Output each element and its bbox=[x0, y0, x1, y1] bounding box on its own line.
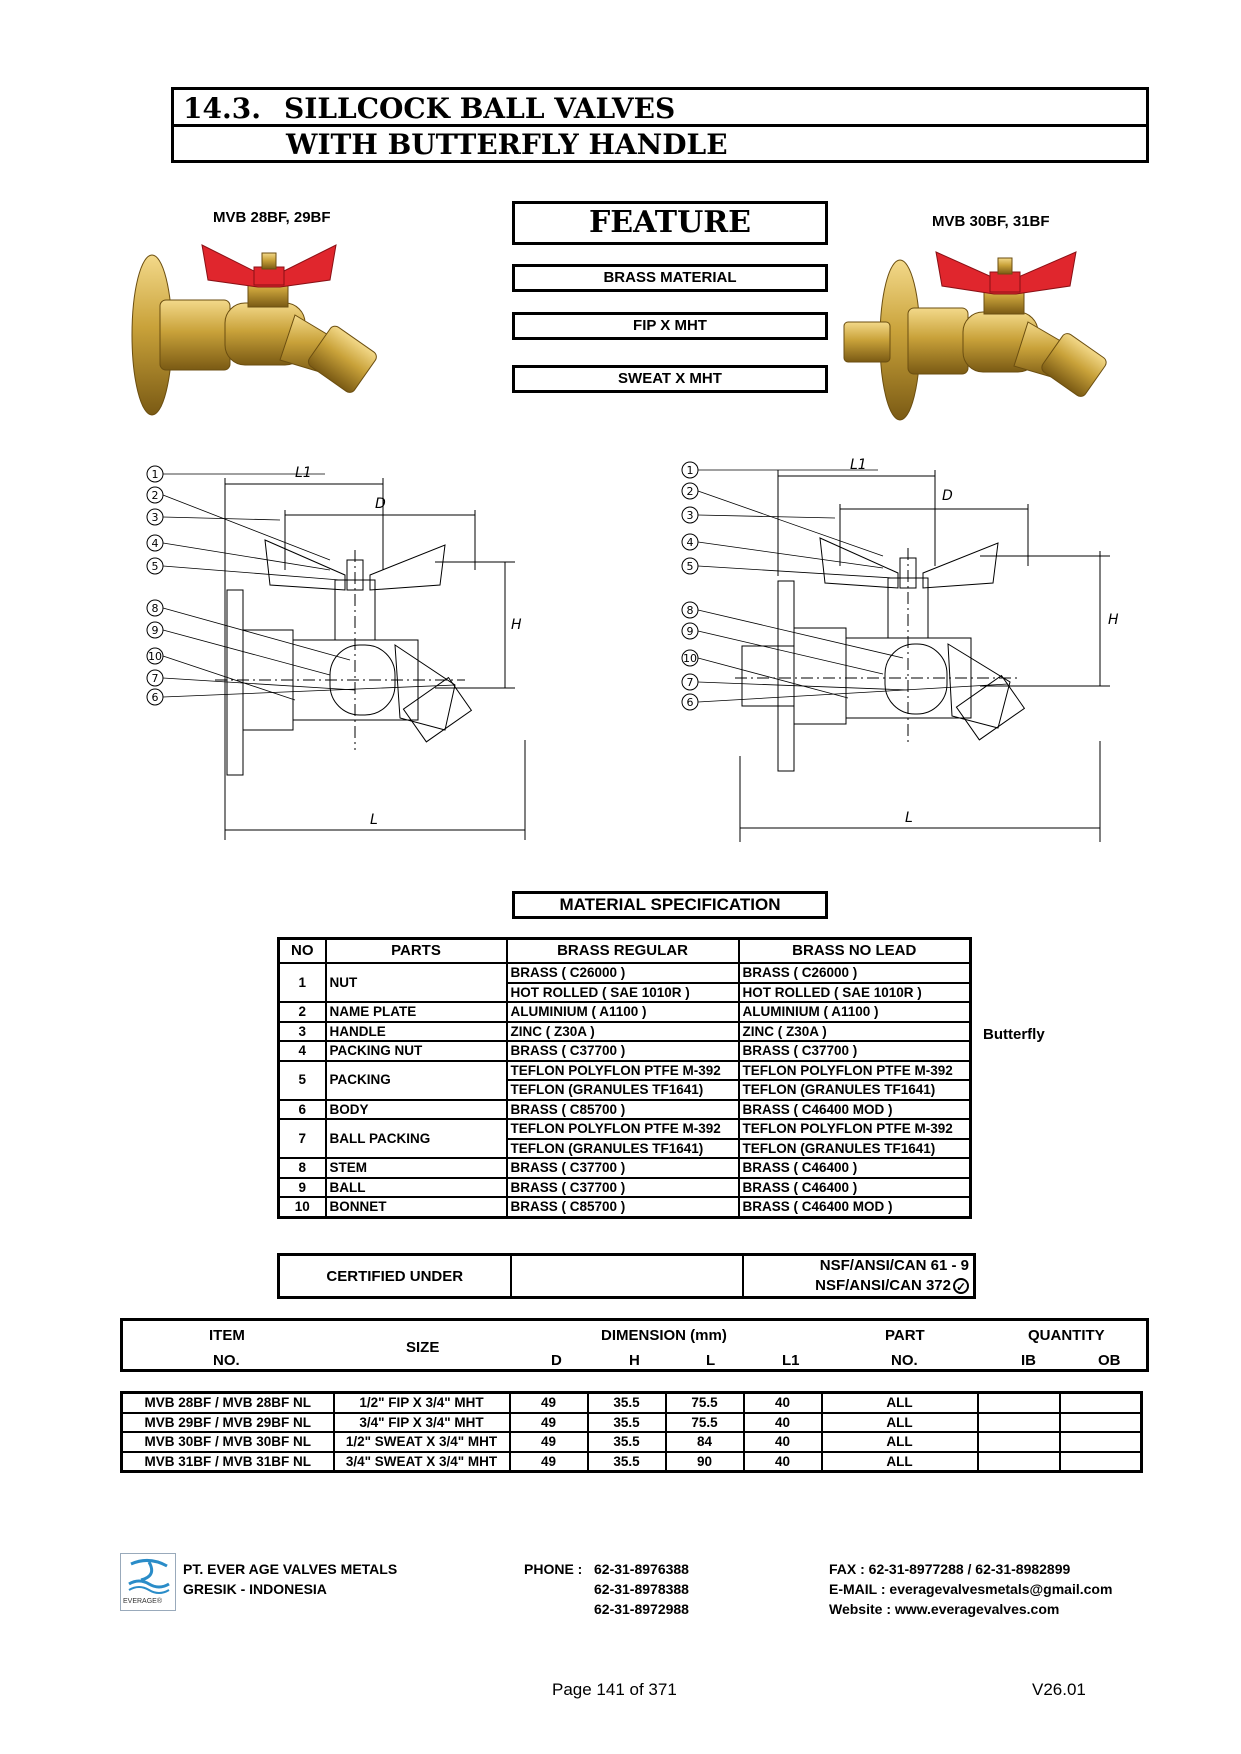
balloon-5: 5 bbox=[152, 560, 159, 573]
balloon-6: 6 bbox=[152, 691, 159, 704]
dim-label-l: L bbox=[370, 812, 378, 828]
column-header: BRASS NO LEAD bbox=[737, 937, 972, 964]
model-label-left: MVB 28BF, 29BF bbox=[213, 209, 331, 226]
balloon-4: 4 bbox=[152, 537, 159, 550]
wave-logo-icon bbox=[128, 1559, 170, 1594]
balloon-10: 10 bbox=[683, 652, 697, 665]
table-header-row: NO PARTS BRASS REGULAR BRASS NO LEAD bbox=[277, 937, 972, 964]
balloon-1: 1 bbox=[687, 464, 694, 477]
website: Website : www.everagevalves.com bbox=[829, 1601, 1060, 1617]
column-header: BRASS REGULAR bbox=[505, 937, 740, 964]
balloon-9: 9 bbox=[152, 624, 159, 637]
certified-table: CERTIFIED UNDER NSF/ANSI/CAN 61 - 9 NSF/… bbox=[277, 1253, 976, 1299]
feature-item: FIP X MHT bbox=[512, 312, 828, 340]
column-header: NO bbox=[277, 937, 327, 964]
valve-photo-left bbox=[131, 244, 377, 416]
balloon-9: 9 bbox=[687, 625, 694, 638]
feature-item: SWEAT X MHT bbox=[512, 365, 828, 393]
logo-text: EVERAGE® bbox=[123, 1598, 163, 1605]
dim-label-d: D bbox=[375, 496, 386, 512]
column-header: PARTS bbox=[324, 937, 508, 964]
fax: FAX : 62-31-8977288 / 62-31-8982899 bbox=[829, 1561, 1071, 1577]
valve-photo-right bbox=[843, 251, 1107, 421]
company-location: GRESIK - INDONESIA bbox=[183, 1581, 327, 1597]
company-name: PT. EVER AGE VALVES METALS bbox=[183, 1561, 398, 1577]
cert-line-1: NSF/ANSI/CAN 61 - 9 bbox=[819, 1257, 969, 1274]
phone-3: 62-31-8972988 bbox=[594, 1601, 689, 1617]
balloon-5: 5 bbox=[687, 560, 694, 573]
balloon-3: 3 bbox=[152, 511, 159, 524]
model-label-right: MVB 30BF, 31BF bbox=[932, 213, 1050, 230]
balloon-8: 8 bbox=[152, 602, 159, 615]
phone-label: PHONE : bbox=[524, 1561, 583, 1577]
balloon-4: 4 bbox=[687, 536, 694, 549]
company-logo: EVERAGE® bbox=[120, 1553, 176, 1611]
email: E-MAIL : everagevalvesmetals@gmail.com bbox=[829, 1581, 1113, 1597]
balloon-2: 2 bbox=[687, 485, 694, 498]
phone-1: 62-31-8976388 bbox=[594, 1561, 689, 1577]
dimension-header: ITEM NO. SIZE DIMENSION (mm) D H L L1 PA… bbox=[120, 1318, 1149, 1372]
balloon-7: 7 bbox=[152, 672, 159, 685]
balloon-8: 8 bbox=[687, 604, 694, 617]
balloon-6: 6 bbox=[687, 696, 694, 709]
phone-2: 62-31-8978388 bbox=[594, 1581, 689, 1597]
table-row: TEFLON (GRANULES TF1641)TEFLON (GRANULES… bbox=[279, 1137, 972, 1159]
cert-line-2: NSF/ANSI/CAN 372 bbox=[815, 1277, 951, 1294]
dim-label-d: D bbox=[942, 488, 953, 504]
balloon-1: 1 bbox=[152, 468, 159, 481]
balloon-10: 10 bbox=[148, 650, 162, 663]
balloon-3: 3 bbox=[687, 509, 694, 522]
certified-label: CERTIFIED UNDER bbox=[277, 1253, 512, 1299]
technical-drawing-right: 1 2 3 4 5 8 9 10 7 6 L1 D H L bbox=[681, 457, 1119, 842]
title-box: 14.3. SILLCOCK BALL VALVES WITH BUTTERFL… bbox=[171, 87, 1149, 163]
feature-item: BRASS MATERIAL bbox=[512, 264, 828, 292]
title-line-2: WITH BUTTERFLY HANDLE bbox=[286, 128, 728, 161]
version: V26.01 bbox=[1032, 1680, 1086, 1699]
title-line-1: SILLCOCK BALL VALVES bbox=[284, 92, 676, 125]
table-row: TEFLON (GRANULES TF1641)TEFLON (GRANULES… bbox=[279, 1079, 972, 1101]
section-number: 14.3. bbox=[183, 92, 261, 125]
dim-label-h: H bbox=[511, 617, 522, 633]
balloon-2: 2 bbox=[152, 489, 159, 502]
handle-note: Butterfly bbox=[983, 1026, 1045, 1043]
checkmark-icon: ✓ bbox=[953, 1278, 969, 1295]
dim-label-l1: L1 bbox=[850, 457, 867, 473]
material-spec-heading: MATERIAL SPECIFICATION bbox=[512, 891, 828, 919]
feature-heading: FEATURE bbox=[512, 201, 828, 245]
technical-drawing-left: 1 2 3 4 5 8 9 10 7 6 L1 D H L bbox=[146, 465, 526, 840]
dim-label-l: L bbox=[905, 810, 913, 826]
dim-label-h: H bbox=[1108, 612, 1119, 628]
dim-label-l1: L1 bbox=[295, 465, 312, 481]
balloon-7: 7 bbox=[687, 676, 694, 689]
page-number: Page 141 of 371 bbox=[552, 1680, 677, 1699]
